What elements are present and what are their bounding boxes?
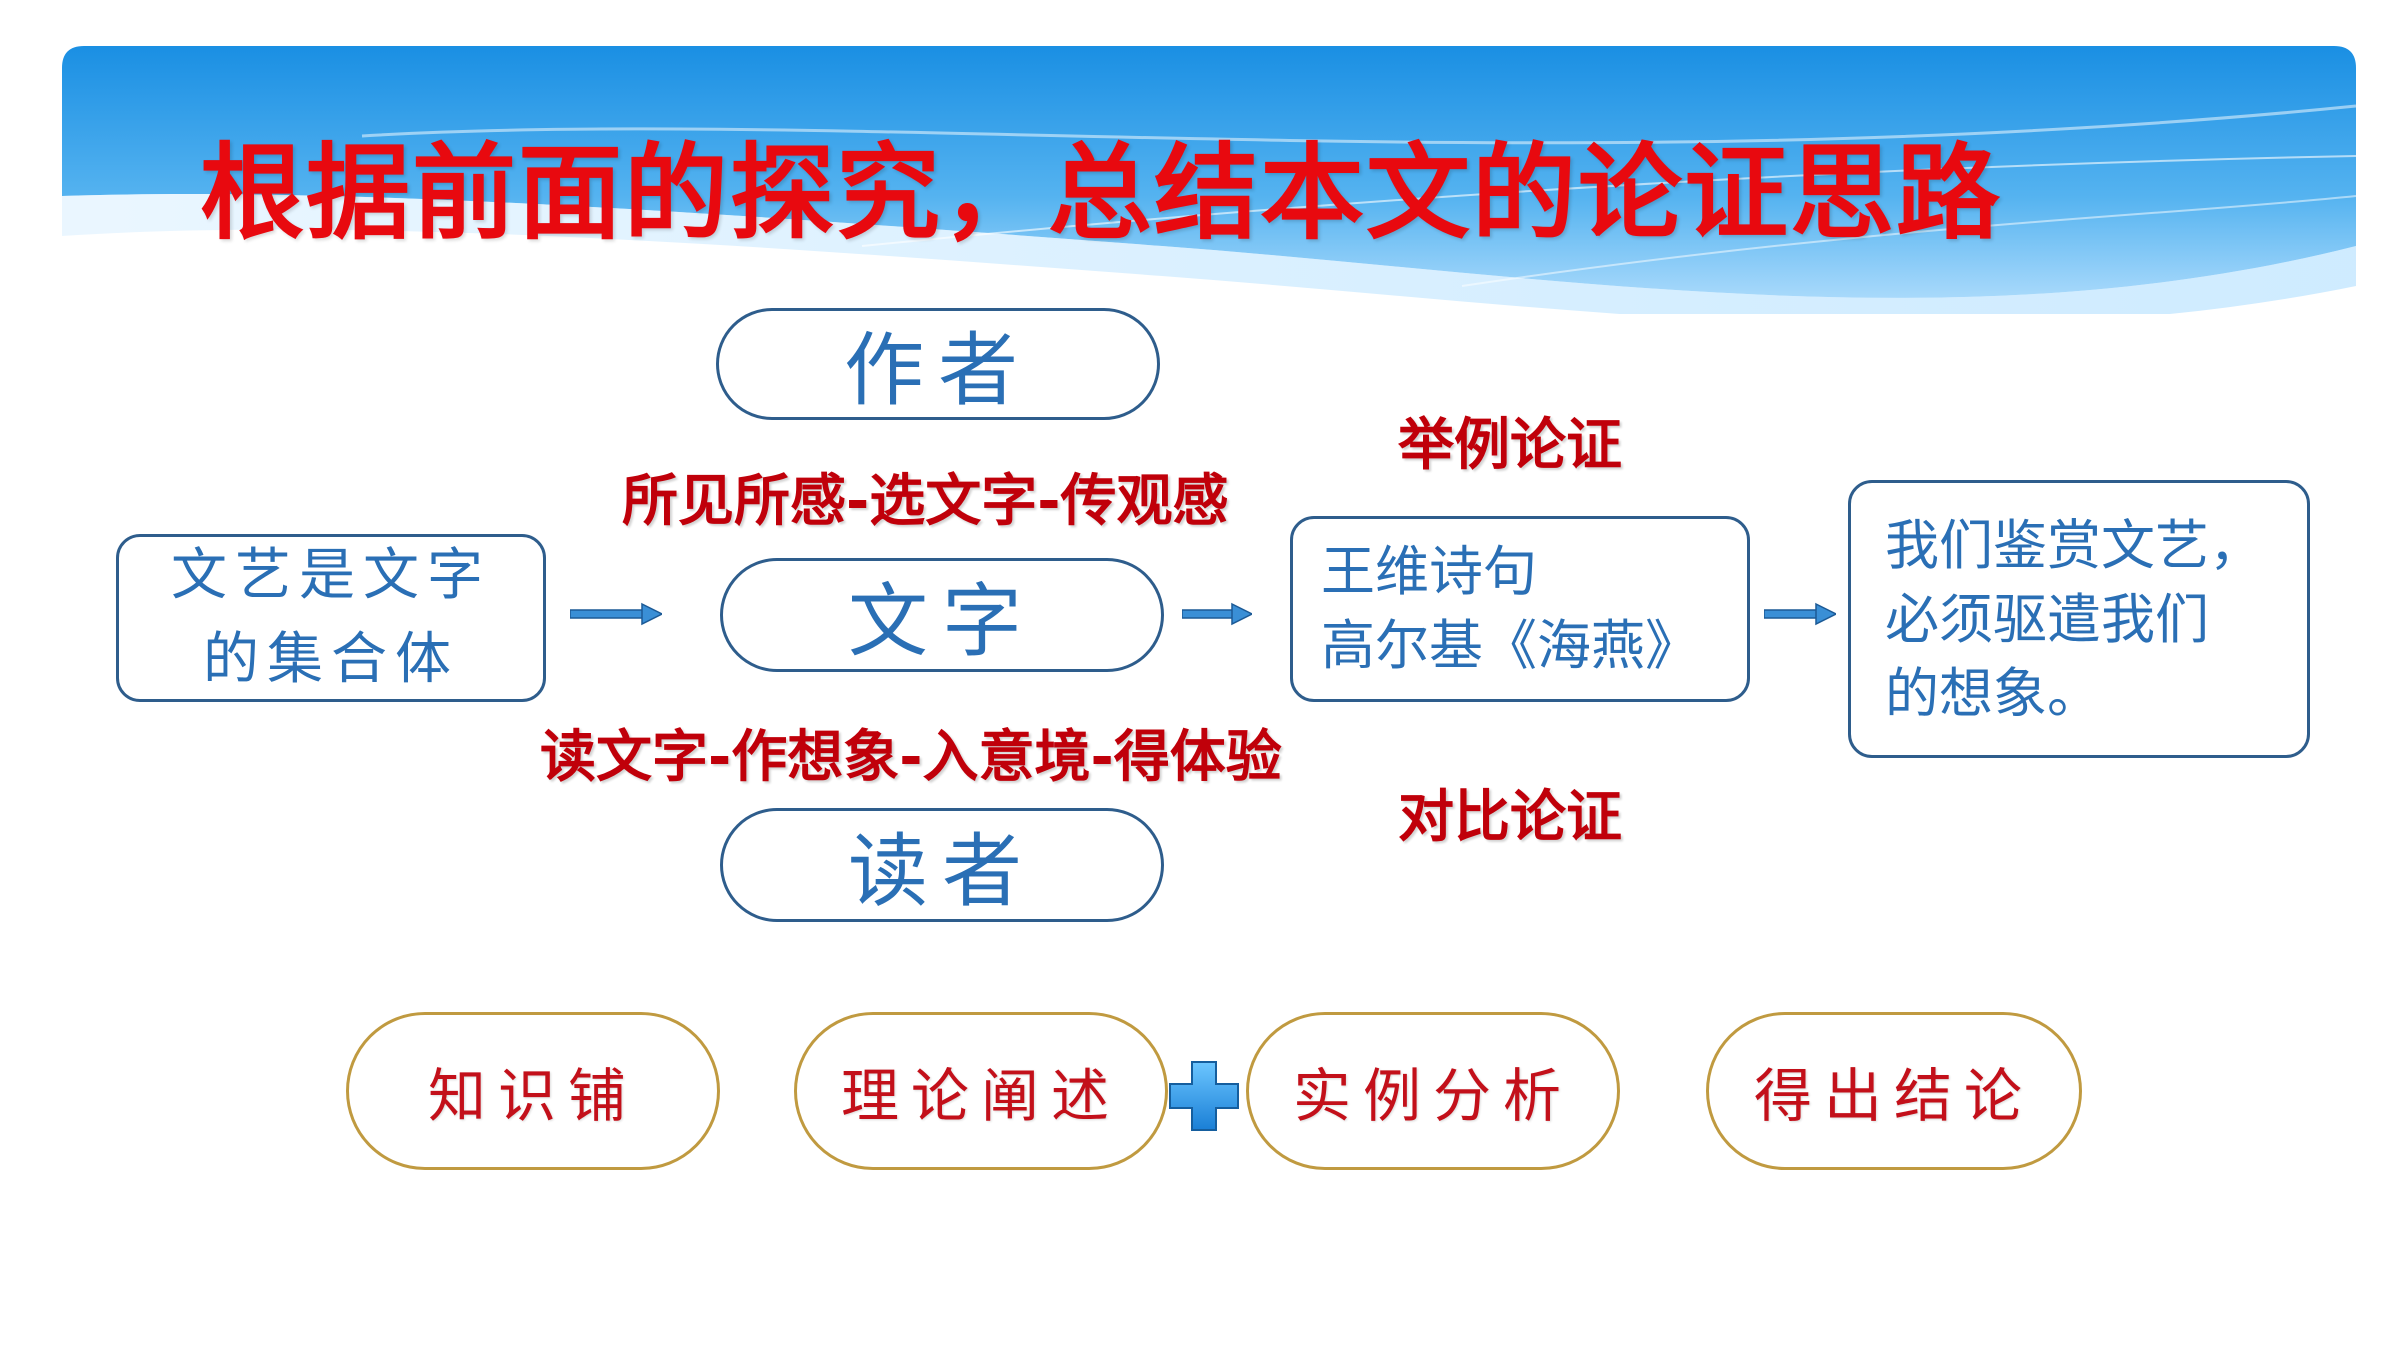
example-line-2: 高尔基《海燕》: [1321, 614, 1699, 677]
conclusion-line-1: 我们鉴赏文艺，: [1885, 514, 2263, 577]
conclusion-line-2: 必须驱遣我们: [1885, 588, 2209, 651]
thesis-line-2: 的集合体: [203, 627, 459, 692]
structure-step-1: 知识铺: [346, 1012, 720, 1170]
conclusion-line-3: 的想象。: [1885, 662, 2101, 725]
author-node: 作者: [716, 308, 1160, 420]
method-contrast-label: 对比论证: [1398, 785, 1622, 850]
right-arrow-icon: [1182, 602, 1252, 626]
structure-step-3: 实例分析: [1246, 1012, 1620, 1170]
plus-icon: [1169, 1061, 1239, 1131]
right-arrow-icon: [570, 602, 662, 626]
thesis-box: 文艺是文字 的集合体: [116, 534, 546, 702]
reader-node: 读者: [720, 808, 1164, 922]
thesis-line-1: 文艺是文字: [171, 543, 491, 608]
method-example-label: 举例论证: [1398, 413, 1622, 478]
example-line-1: 王维诗句: [1321, 540, 1537, 603]
conclusion-box: 我们鉴赏文艺， 必须驱遣我们 的想象。: [1848, 480, 2310, 758]
reader-path-label: 读文字-作想象-入意境-得体验: [540, 725, 1282, 790]
text-node: 文字: [720, 558, 1164, 672]
header-banner: [62, 46, 2356, 314]
structure-step-4: 得出结论: [1706, 1012, 2082, 1170]
author-path-label: 所见所感-选文字-传观感: [622, 469, 1229, 534]
slide-title: 根据前面的探究，总结本文的论证思路: [200, 132, 2003, 254]
examples-box: 王维诗句 高尔基《海燕》: [1290, 516, 1750, 702]
right-arrow-icon: [1764, 602, 1836, 626]
structure-step-2: 理论阐述: [794, 1012, 1168, 1170]
